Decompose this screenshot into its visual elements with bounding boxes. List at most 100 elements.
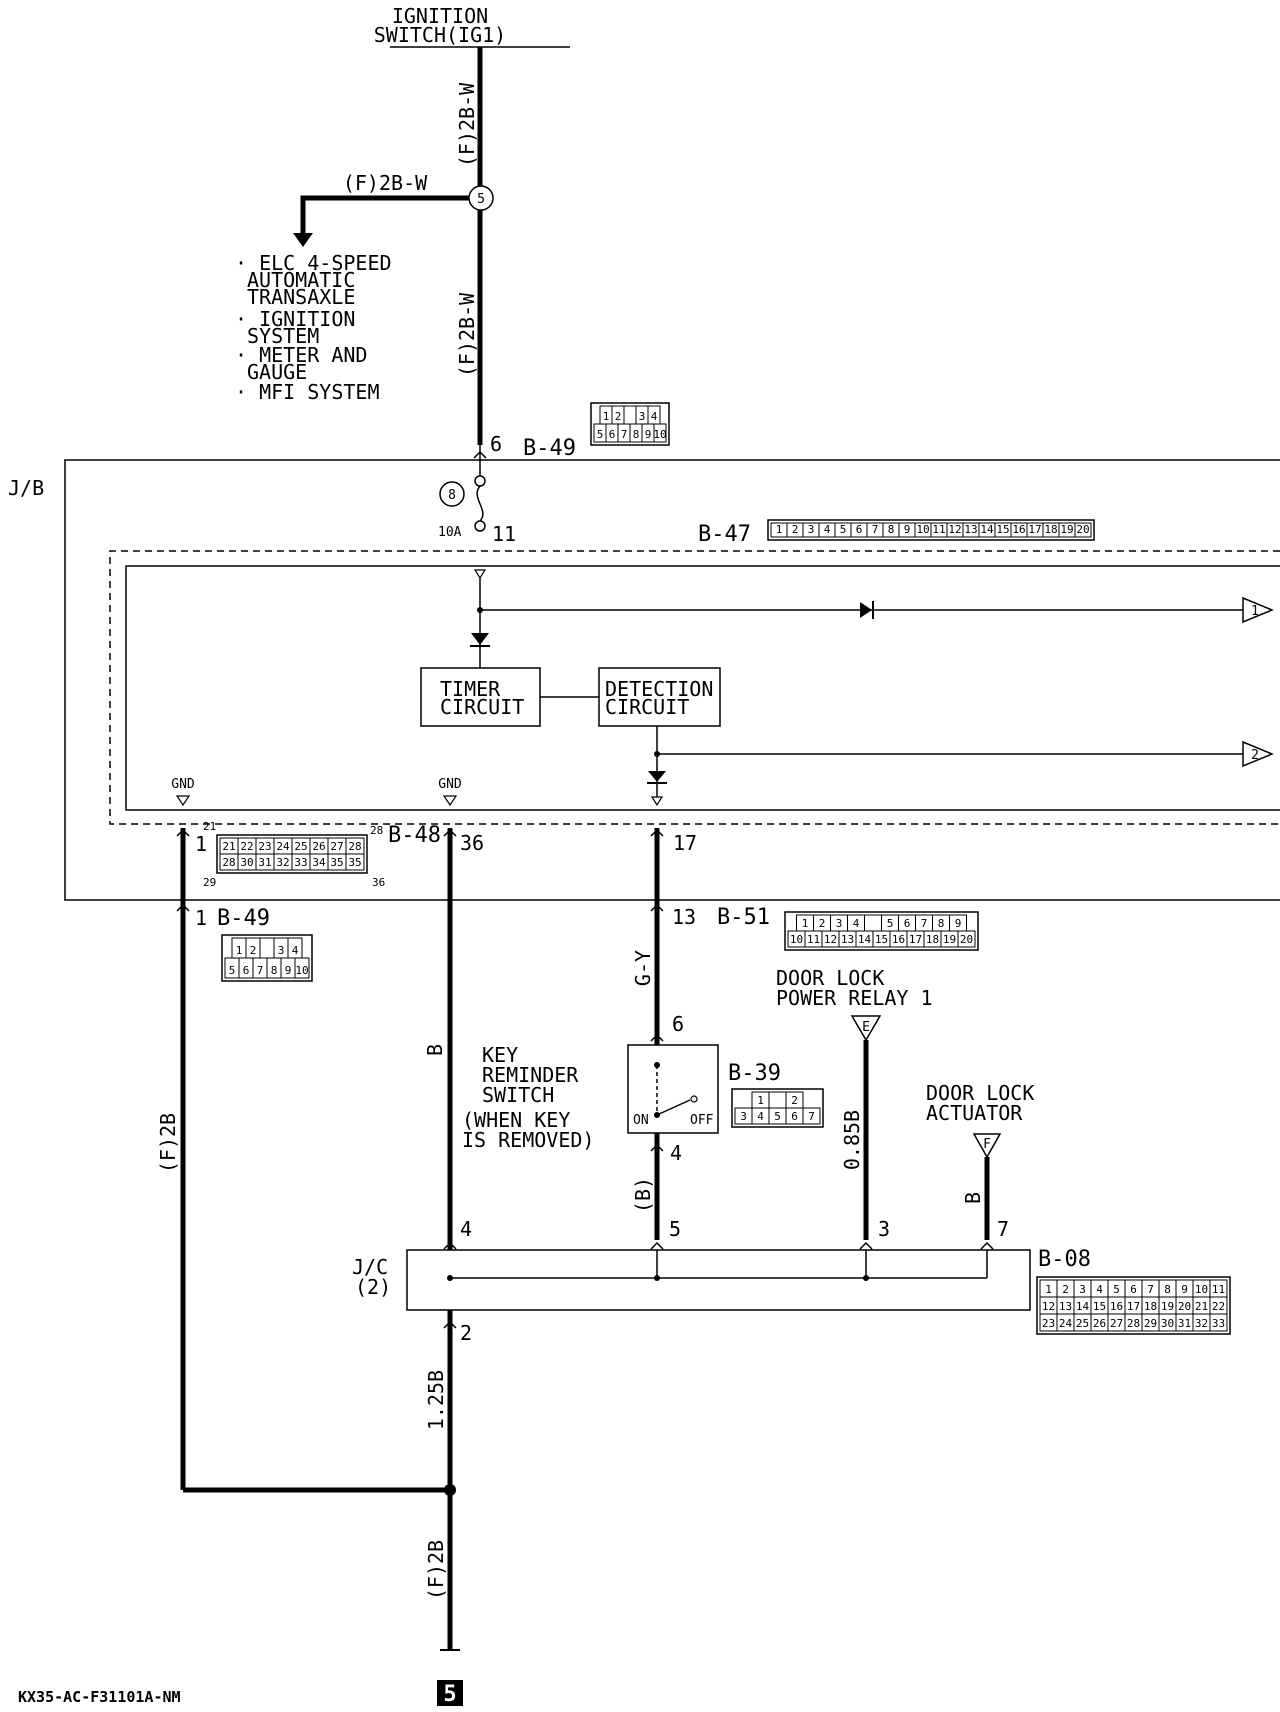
b47-pin: 12 bbox=[948, 523, 961, 536]
b48-pin: 23 bbox=[258, 840, 271, 853]
b08-pin: 6 bbox=[1130, 1283, 1137, 1296]
b49-bot-pin: 7 bbox=[257, 964, 264, 977]
b08-pin: 29 bbox=[1144, 1317, 1157, 1330]
b08-pin: 12 bbox=[1042, 1300, 1055, 1313]
jc-pin-2: 2 bbox=[460, 1321, 472, 1345]
b08-pin: 21 bbox=[1195, 1300, 1208, 1313]
jb-label: J/B bbox=[8, 476, 44, 500]
dlpr-line1: DOOR LOCK bbox=[776, 966, 884, 990]
system-elc-line1: · ELC 4-SPEED bbox=[235, 251, 392, 275]
b47-pin: 16 bbox=[1012, 523, 1025, 536]
connector-arrowhead bbox=[443, 828, 457, 837]
b08-pin: 2 bbox=[1062, 1283, 1069, 1296]
ground-splice bbox=[444, 1484, 456, 1496]
b47-pin-arrow bbox=[473, 569, 487, 580]
b48-pin: 30 bbox=[240, 856, 253, 869]
connector-arrowhead bbox=[176, 828, 190, 837]
b51-pin: 4 bbox=[853, 917, 860, 930]
b48-corner-tr: 28 bbox=[370, 824, 383, 837]
wire-label-085b: 0.85B bbox=[840, 1110, 864, 1170]
branch-arrow bbox=[293, 233, 313, 247]
b48-cell bbox=[345, 853, 365, 871]
b08-pin: 23 bbox=[1042, 1317, 1055, 1330]
key-switch-pin-4: 4 bbox=[670, 1141, 682, 1165]
b51-pin: 20 bbox=[960, 933, 973, 946]
b49-bot-pin: 10 bbox=[295, 964, 308, 977]
b51-pin-13: 13 bbox=[672, 905, 696, 929]
gnd-2-label: GND bbox=[438, 777, 462, 792]
b51-pin: 8 bbox=[938, 917, 945, 930]
b49-bot-label: B-49 bbox=[217, 906, 270, 931]
module-inner-outline bbox=[125, 565, 1280, 811]
connector-arrowhead bbox=[443, 1241, 457, 1250]
b48-pin: 27 bbox=[330, 840, 343, 853]
timer-circuit-line1: TIMER bbox=[440, 677, 501, 701]
gnd-1-label: GND bbox=[171, 777, 195, 792]
connector-arrowhead bbox=[443, 1320, 457, 1329]
b51-pin: 19 bbox=[943, 933, 956, 946]
wire-label-top: (F)2B-W bbox=[455, 82, 479, 167]
connector-arrowhead bbox=[473, 450, 487, 459]
b48-corner-tl: 21 bbox=[203, 820, 216, 833]
dla-connector-tag bbox=[972, 1133, 1002, 1159]
b08-pin: 24 bbox=[1059, 1317, 1073, 1330]
connector-arrowhead bbox=[650, 1033, 664, 1042]
b48-pin-36: 36 bbox=[460, 831, 484, 855]
b47-pin: 14 bbox=[980, 523, 994, 536]
output-1-diode bbox=[860, 602, 872, 618]
b39-pin: 2 bbox=[791, 1094, 798, 1107]
switch-on-label: ON bbox=[633, 1113, 649, 1128]
b51-pin: 18 bbox=[926, 933, 939, 946]
b49-bot-pin: 2 bbox=[250, 944, 257, 957]
b39-cell bbox=[802, 1107, 821, 1125]
b08-pin: 1 bbox=[1045, 1283, 1052, 1296]
jb-box-outline bbox=[64, 459, 1280, 901]
key-switch-line4: (WHEN KEY bbox=[462, 1108, 570, 1132]
connector-arrowhead bbox=[650, 903, 664, 912]
jc-pin-5: 5 bbox=[669, 1217, 681, 1241]
wire-label-b-paren: (B) bbox=[631, 1177, 655, 1213]
b51-cell bbox=[864, 914, 882, 932]
b08-pin: 7 bbox=[1147, 1283, 1154, 1296]
dlpr-line2: POWER RELAY 1 bbox=[776, 986, 933, 1010]
ignition-switch-label-line1: IGNITION bbox=[392, 4, 488, 28]
connector-arrowhead bbox=[650, 1143, 664, 1152]
b47-pin: 5 bbox=[840, 523, 847, 536]
b49-top-pin: 7 bbox=[621, 428, 628, 441]
b49-bot-pin: 5 bbox=[229, 964, 236, 977]
wire-label-125b: 1.25B bbox=[424, 1370, 448, 1430]
dlpr-connector-tag bbox=[850, 1015, 882, 1042]
detection-diode bbox=[648, 771, 666, 782]
b51-pin: 15 bbox=[875, 933, 888, 946]
b39-pin: 1 bbox=[757, 1094, 764, 1107]
wire-label-f2b-left: (F)2B bbox=[156, 1113, 180, 1173]
b48-pin: 35 bbox=[348, 856, 361, 869]
b08-pin: 26 bbox=[1093, 1317, 1106, 1330]
key-switch-line1: KEY bbox=[482, 1043, 518, 1067]
b08-pin: 22 bbox=[1212, 1300, 1225, 1313]
b49-top-pin: 5 bbox=[597, 428, 604, 441]
b47-pin: 8 bbox=[888, 523, 895, 536]
b49-top-pin-6: 6 bbox=[490, 432, 502, 456]
b47-pin: 7 bbox=[872, 523, 879, 536]
wire-label-mid: (F)2B-W bbox=[455, 292, 479, 377]
key-reminder-switch-box bbox=[627, 1044, 719, 1134]
splice-5-number: 5 bbox=[477, 192, 485, 207]
b49-top-pin: 8 bbox=[633, 428, 640, 441]
b49-top-pin: 2 bbox=[615, 410, 622, 423]
b49-top-cell bbox=[623, 405, 637, 425]
b39-pin: 5 bbox=[774, 1110, 781, 1123]
b39-pin: 7 bbox=[808, 1110, 815, 1123]
b48-pin: 33 bbox=[294, 856, 307, 869]
b08-pin: 33 bbox=[1212, 1317, 1225, 1330]
detection-circuit-line1: DETECTION bbox=[605, 677, 713, 701]
wire-label-f2b-bottom: (F)2B bbox=[424, 1540, 448, 1600]
branch-wire bbox=[300, 195, 469, 235]
b51-pin: 2 bbox=[819, 917, 826, 930]
b48-pin-1: 1 bbox=[195, 832, 207, 856]
b08-pin: 30 bbox=[1161, 1317, 1174, 1330]
b49-bot-pin-1: 1 bbox=[195, 906, 207, 930]
output-1-arrow bbox=[1242, 596, 1274, 624]
system-elc-line3: TRANSAXLE bbox=[247, 285, 355, 309]
b49-top-pin: 10 bbox=[653, 428, 666, 441]
